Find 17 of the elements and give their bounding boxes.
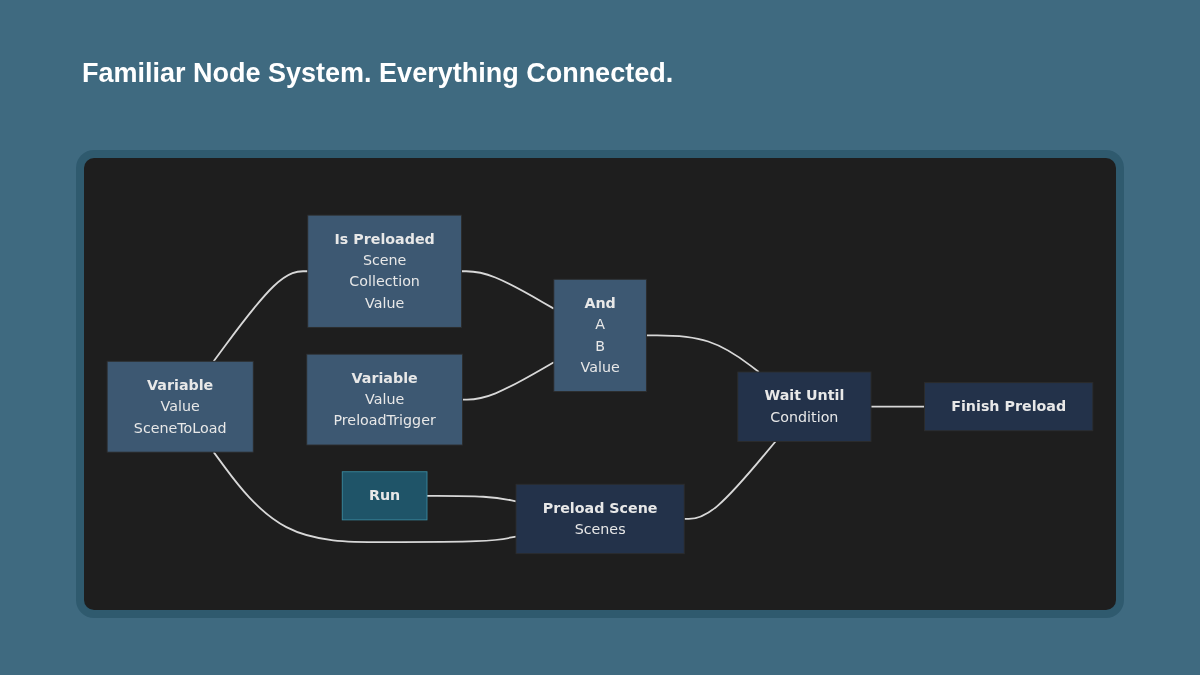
connector [683, 440, 777, 520]
node-box [341, 470, 428, 520]
connector [212, 269, 309, 362]
node-box [924, 381, 1094, 431]
connector [870, 405, 926, 408]
connector [212, 450, 517, 543]
node-box [307, 214, 462, 328]
connector [460, 269, 555, 310]
node-box [553, 278, 647, 392]
page-title: Familiar Node System. Everything Connected. [82, 58, 674, 89]
connector [426, 494, 517, 502]
node-box [106, 360, 254, 453]
node-box [515, 483, 685, 554]
connector [461, 360, 555, 401]
connector [645, 334, 760, 373]
node-box [737, 371, 872, 442]
node-box [306, 353, 463, 446]
